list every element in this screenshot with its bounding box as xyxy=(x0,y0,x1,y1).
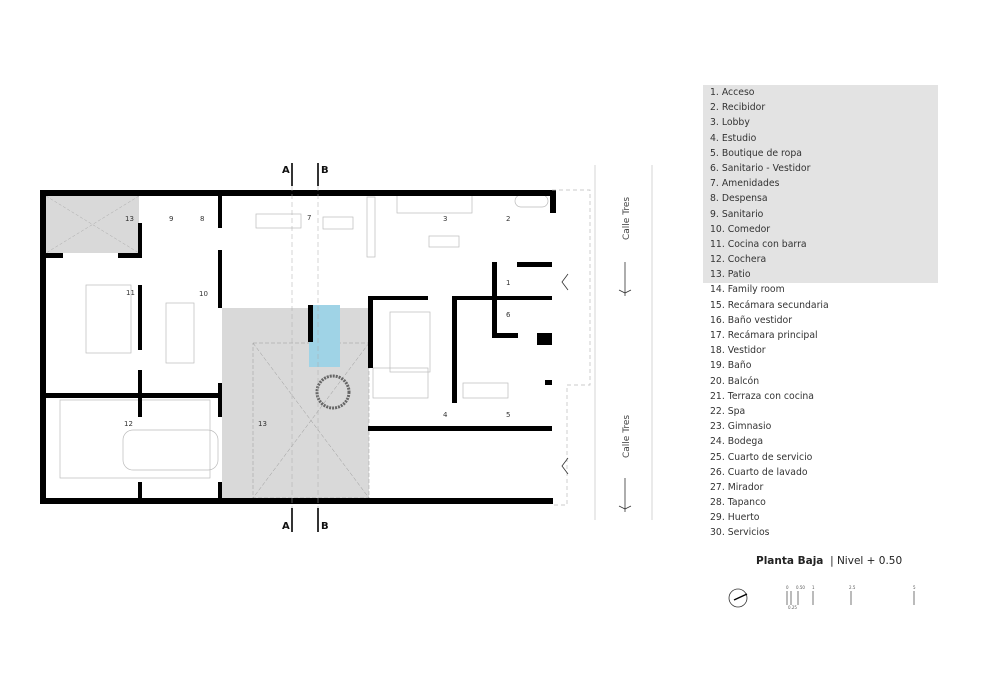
legend-highlight xyxy=(703,85,938,283)
scale-label: 0.25 xyxy=(788,605,797,610)
room-label: 4 xyxy=(443,411,448,419)
room-label: 8 xyxy=(200,215,204,223)
legend-item: 24. Bodega xyxy=(710,436,764,448)
entry-chevron-icon xyxy=(561,457,569,475)
room-label: 10 xyxy=(199,290,208,298)
entry-chevron-icon xyxy=(561,273,569,291)
room-label: 7 xyxy=(307,214,311,222)
section-mark-b: B xyxy=(321,521,329,532)
legend-item: 3. Lobby xyxy=(710,117,750,129)
north-arrow-icon xyxy=(728,588,748,608)
legend-item: 19. Baño xyxy=(710,360,752,372)
street-label: Calle Tres xyxy=(622,415,632,458)
plan-level: | Nivel + 0.50 xyxy=(830,555,903,567)
legend-item: 29. Huerto xyxy=(710,512,760,524)
room-label: 6 xyxy=(506,311,511,319)
scale-label: 5 xyxy=(913,585,916,590)
room-label: 3 xyxy=(443,215,447,223)
pool xyxy=(309,305,340,367)
legend-item: 8. Despensa xyxy=(710,193,768,205)
plan-name: Planta Baja xyxy=(756,555,824,567)
legend-item: 7. Amenidades xyxy=(710,178,780,190)
legend-item: 25. Cuarto de servicio xyxy=(710,451,813,463)
legend-item: 13. Patio xyxy=(710,269,751,281)
legend-item: 14. Family room xyxy=(710,284,785,296)
street-label: Calle Tres xyxy=(622,197,632,240)
scale-label: 0 xyxy=(786,585,789,590)
legend-item: 30. Servicios xyxy=(710,527,770,539)
legend-item: 6. Sanitario - Vestidor xyxy=(710,162,811,174)
legend-item: 28. Tapanco xyxy=(710,497,766,509)
legend-item: 21. Terraza con cocina xyxy=(710,390,814,402)
legend-item: 22. Spa xyxy=(710,405,746,417)
room-label: 12 xyxy=(124,420,133,428)
room-label: 13 xyxy=(258,420,267,428)
scale-label: 1 xyxy=(812,585,815,590)
room-label: 13 xyxy=(125,215,134,223)
legend-item: 5. Boutique de ropa xyxy=(710,147,802,159)
legend-item: 12. Cochera xyxy=(710,254,767,266)
legend-item: 17. Recámara principal xyxy=(710,330,818,341)
legend-item: 18. Vestidor xyxy=(710,345,766,357)
room-label: 2 xyxy=(506,215,510,223)
legend-item: 11. Cocina con barra xyxy=(710,238,807,250)
section-mark-a: A xyxy=(282,521,290,532)
legend-item: 27. Mirador xyxy=(710,481,764,493)
legend-item: 4. Estudio xyxy=(710,132,757,144)
room-label: 11 xyxy=(126,289,135,297)
room-label: 9 xyxy=(169,215,173,223)
legend-item: 9. Sanitario xyxy=(710,208,764,220)
patio-large xyxy=(222,308,369,499)
legend-item: 15. Recámara secundaria xyxy=(710,299,829,311)
scale-bar xyxy=(786,591,915,605)
furniture xyxy=(59,194,549,479)
legend-item: 10. Comedor xyxy=(710,223,771,235)
legend-item: 26. Cuarto de lavado xyxy=(710,466,808,478)
scale-label: 0.50 xyxy=(796,585,805,590)
legend-item: 1. Acceso xyxy=(710,87,755,98)
legend-item: 16. Baño vestidor xyxy=(710,314,793,326)
legend-item: 23. Gimnasio xyxy=(710,421,772,433)
legend-item: 2. Recibidor xyxy=(710,102,766,114)
room-label: 1 xyxy=(506,279,510,287)
street-arrow-icon xyxy=(618,262,632,512)
room-label: 5 xyxy=(506,411,510,419)
room-legend: 1. Acceso 2. Recibidor 3. Lobby 4. Estudio 5… xyxy=(710,85,940,541)
tree xyxy=(315,374,351,410)
section-mark-a: A xyxy=(282,165,290,176)
scale-label: 2.5 xyxy=(849,585,856,590)
walls xyxy=(40,190,556,504)
legend-item: 20. Balcón xyxy=(710,375,760,387)
plan-title: Planta Baja | Nivel + 0.50 xyxy=(756,555,902,567)
section-mark-b: B xyxy=(321,165,329,176)
